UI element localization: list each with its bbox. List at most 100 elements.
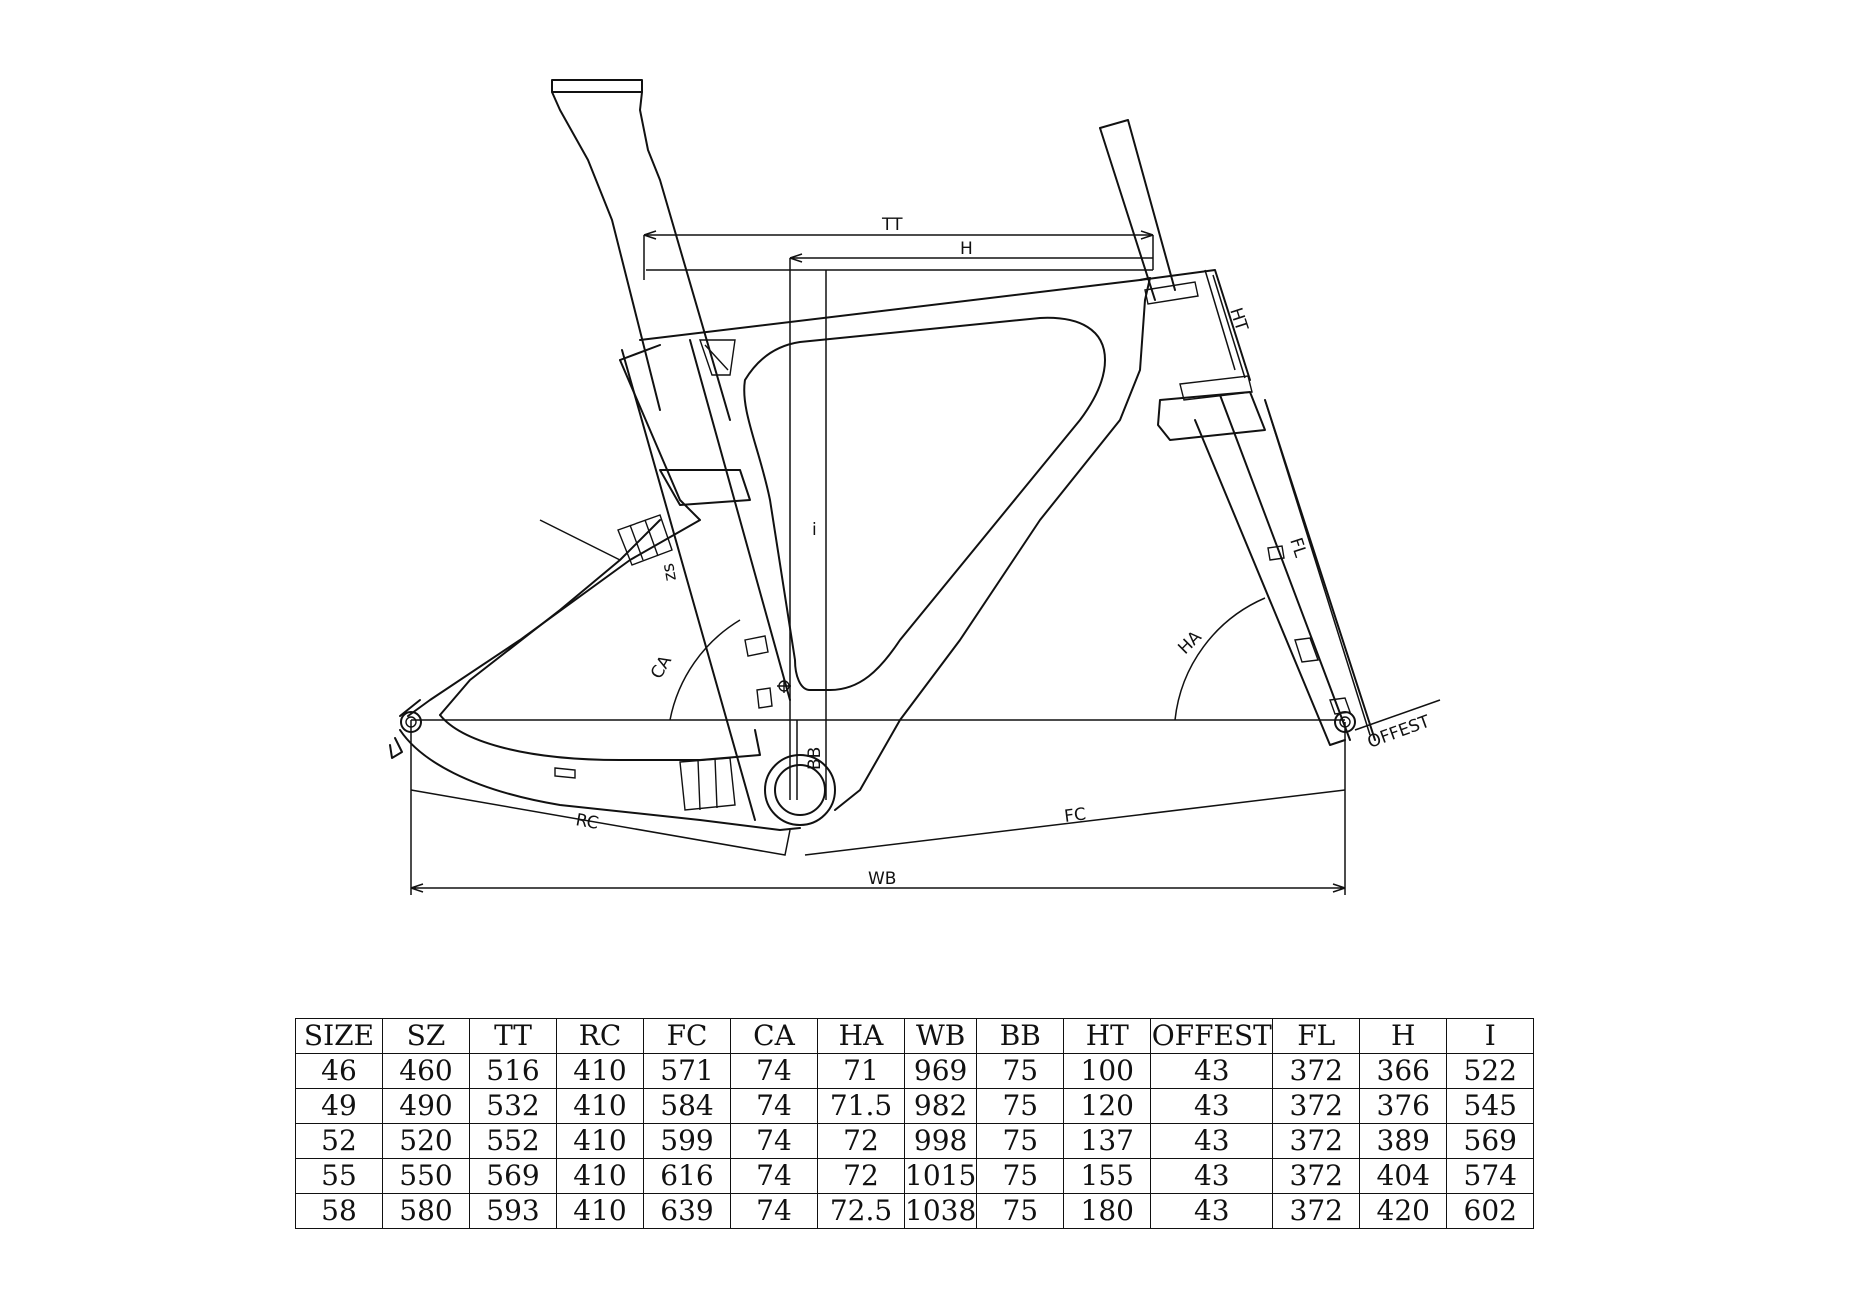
table-cell: 372 (1272, 1053, 1361, 1089)
table-header-row: SIZE SZ TT RC FC CA HA WB BB HT OFFEST F… (295, 1018, 1535, 1054)
table-cell: 584 (643, 1088, 731, 1124)
label-wb: WB (868, 869, 896, 889)
table-cell: 420 (1359, 1193, 1448, 1229)
label-ha: HA (1174, 627, 1206, 659)
table-cell: 516 (469, 1053, 557, 1089)
header-cell: CA (730, 1018, 818, 1054)
table-cell: 569 (469, 1158, 557, 1194)
label-bb: BB (805, 747, 825, 770)
header-cell: FC (643, 1018, 731, 1054)
table-cell: 520 (382, 1123, 470, 1159)
table-cell: 74 (730, 1123, 818, 1159)
table-cell: 389 (1359, 1123, 1448, 1159)
header-cell: HT (1063, 1018, 1152, 1054)
table-cell: 71.5 (817, 1088, 905, 1124)
label-tt: TT (881, 215, 903, 235)
table-cell: 616 (643, 1158, 731, 1194)
table-cell: 71 (817, 1053, 905, 1089)
table-cell: 550 (382, 1158, 470, 1194)
table-cell: 410 (556, 1053, 644, 1089)
table-cell: 552 (469, 1123, 557, 1159)
table-cell: 593 (469, 1193, 557, 1229)
header-cell: SZ (382, 1018, 470, 1054)
table-cell: 74 (730, 1158, 818, 1194)
table-cell: 43 (1150, 1053, 1274, 1089)
header-cell: BB (976, 1018, 1065, 1054)
table-cell: 410 (556, 1088, 644, 1124)
table-cell: 372 (1272, 1193, 1361, 1229)
table-cell: 72 (817, 1123, 905, 1159)
geometry-table: SIZE SZ TT RC FC CA HA WB BB HT OFFEST F… (295, 1018, 1535, 1229)
label-offset: OFFEST (1365, 712, 1433, 753)
table-cell: 46 (295, 1053, 383, 1089)
header-cell: FL (1272, 1018, 1361, 1054)
table-cell: 532 (469, 1088, 557, 1124)
table-cell: 1015 (903, 1158, 978, 1194)
table-cell: 58 (295, 1193, 383, 1229)
seatpost (551, 79, 731, 421)
table-cell: 490 (382, 1088, 470, 1124)
table-cell: 571 (643, 1053, 731, 1089)
header-cell: SIZE (295, 1018, 383, 1054)
header-cell: I (1446, 1018, 1535, 1054)
table-cell: 74 (730, 1053, 818, 1089)
label-zs: zs (658, 561, 681, 582)
label-ca: CA (647, 652, 676, 683)
rear-triangle (389, 344, 801, 831)
label-i: i (812, 520, 817, 540)
table-cell: 75 (976, 1123, 1065, 1159)
table-cell: 376 (1359, 1088, 1448, 1124)
table-cell: 43 (1150, 1158, 1274, 1194)
table-cell: 969 (903, 1053, 978, 1089)
table-cell: 74 (730, 1193, 818, 1229)
header-cell: TT (469, 1018, 557, 1054)
label-fc: FC (1063, 804, 1087, 826)
table-cell: 180 (1063, 1193, 1152, 1229)
table-cell: 75 (976, 1158, 1065, 1194)
header-cell: H (1359, 1018, 1448, 1054)
header-cell: HA (817, 1018, 905, 1054)
table-cell: 72 (817, 1158, 905, 1194)
label-h: H (960, 239, 973, 259)
table-cell: 366 (1359, 1053, 1448, 1089)
bb-and-dropouts (400, 635, 1356, 826)
table-cell: 155 (1063, 1158, 1152, 1194)
header-cell: RC (556, 1018, 644, 1054)
table-cell: 410 (556, 1193, 644, 1229)
table-cell: 43 (1150, 1123, 1274, 1159)
table-cell: 545 (1446, 1088, 1535, 1124)
table-cell: 1038 (903, 1193, 978, 1229)
table-cell: 137 (1063, 1123, 1152, 1159)
table-cell: 120 (1063, 1088, 1152, 1124)
table-cell: 599 (643, 1123, 731, 1159)
table-cell: 72.5 (817, 1193, 905, 1229)
table-cell: 52 (295, 1123, 383, 1159)
table-cell: 43 (1150, 1088, 1274, 1124)
table-cell: 574 (1446, 1158, 1535, 1194)
header-cell: WB (903, 1018, 978, 1054)
table-cell: 100 (1063, 1053, 1152, 1089)
table-cell: 522 (1446, 1053, 1535, 1089)
table-cell: 580 (382, 1193, 470, 1229)
table-cell: 75 (976, 1193, 1065, 1229)
table-cell: 460 (382, 1053, 470, 1089)
table-cell: 410 (556, 1123, 644, 1159)
label-fl: FL (1285, 535, 1310, 560)
table-cell: 372 (1272, 1158, 1361, 1194)
table-cell: 75 (976, 1088, 1065, 1124)
seat-tube (621, 339, 791, 821)
label-rc: RC (574, 810, 600, 834)
table-cell: 404 (1359, 1158, 1448, 1194)
table-cell: 74 (730, 1088, 818, 1124)
table-cell: 372 (1272, 1088, 1361, 1124)
header-cell: OFFEST (1150, 1018, 1274, 1054)
dimension-lines (410, 230, 1441, 895)
table-cell: 372 (1272, 1123, 1361, 1159)
table-cell: 602 (1446, 1193, 1535, 1229)
